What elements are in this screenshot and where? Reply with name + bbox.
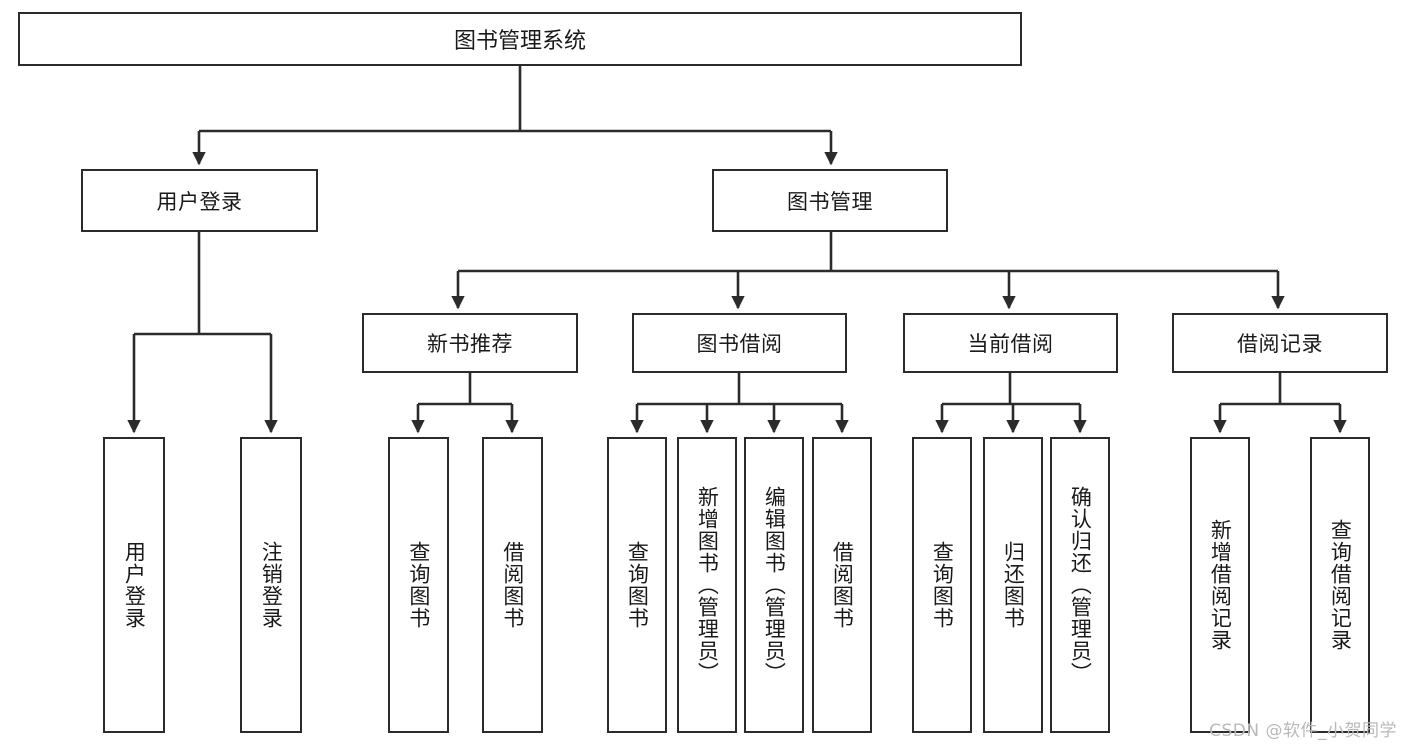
node-label: 查询图书: [930, 541, 955, 629]
leaf-current-query-book[interactable]: 查询图书: [912, 437, 972, 733]
node-label: 编辑图书（管理员）: [762, 486, 787, 684]
leaf-borrow-add-book-admin[interactable]: 新增图书（管理员）: [677, 437, 737, 733]
node-book-borrow[interactable]: 图书借阅: [632, 313, 847, 373]
leaf-record-query-borrow-record[interactable]: 查询借阅记录: [1310, 437, 1370, 733]
node-label: 图书借阅: [696, 332, 783, 356]
leaf-borrow-edit-book-admin[interactable]: 编辑图书（管理员）: [744, 437, 804, 733]
node-label: 查询借阅记录: [1328, 519, 1353, 651]
node-book-management-system[interactable]: 图书管理系统: [18, 12, 1022, 66]
leaf-record-add-borrow-record[interactable]: 新增借阅记录: [1190, 437, 1250, 733]
leaf-user-logout[interactable]: 注销登录: [240, 437, 302, 733]
node-label: 用户登录: [156, 189, 243, 214]
leaf-borrow-query-book[interactable]: 查询图书: [607, 437, 667, 733]
node-user-login[interactable]: 用户登录: [81, 169, 318, 232]
leaf-borrow-borrow-book[interactable]: 借阅图书: [812, 437, 872, 733]
node-current-borrow[interactable]: 当前借阅: [903, 313, 1118, 373]
node-label: 借阅记录: [1237, 332, 1323, 356]
node-label: 新增借阅记录: [1208, 519, 1233, 651]
node-label: 查询图书: [625, 541, 650, 629]
watermark-text: CSDN @软件_小贺同学: [1209, 721, 1397, 741]
node-label: 借阅图书: [830, 541, 855, 629]
node-label: 当前借阅: [967, 332, 1054, 356]
node-label: 查询图书: [406, 541, 431, 629]
leaf-recommend-query-book[interactable]: 查询图书: [388, 437, 449, 733]
node-label: 归还图书: [1001, 541, 1026, 629]
node-label: 图书管理系统: [453, 29, 586, 54]
leaf-current-confirm-return-admin[interactable]: 确认归还（管理员）: [1050, 437, 1110, 733]
node-label: 确认归还（管理员）: [1068, 486, 1093, 684]
node-book-management[interactable]: 图书管理: [712, 169, 948, 232]
node-label: 新书推荐: [427, 332, 513, 356]
node-label: 注销登录: [259, 541, 284, 629]
node-label: 新增图书（管理员）: [695, 486, 720, 684]
leaf-user-login[interactable]: 用户登录: [103, 437, 165, 733]
leaf-recommend-borrow-book[interactable]: 借阅图书: [482, 437, 543, 733]
leaf-current-return-book[interactable]: 归还图书: [983, 437, 1043, 733]
node-new-book-recommend[interactable]: 新书推荐: [362, 313, 578, 373]
node-label: 图书管理: [787, 189, 873, 214]
node-label: 借阅图书: [500, 541, 525, 629]
node-label: 用户登录: [122, 541, 147, 629]
node-borrow-record[interactable]: 借阅记录: [1172, 313, 1388, 373]
